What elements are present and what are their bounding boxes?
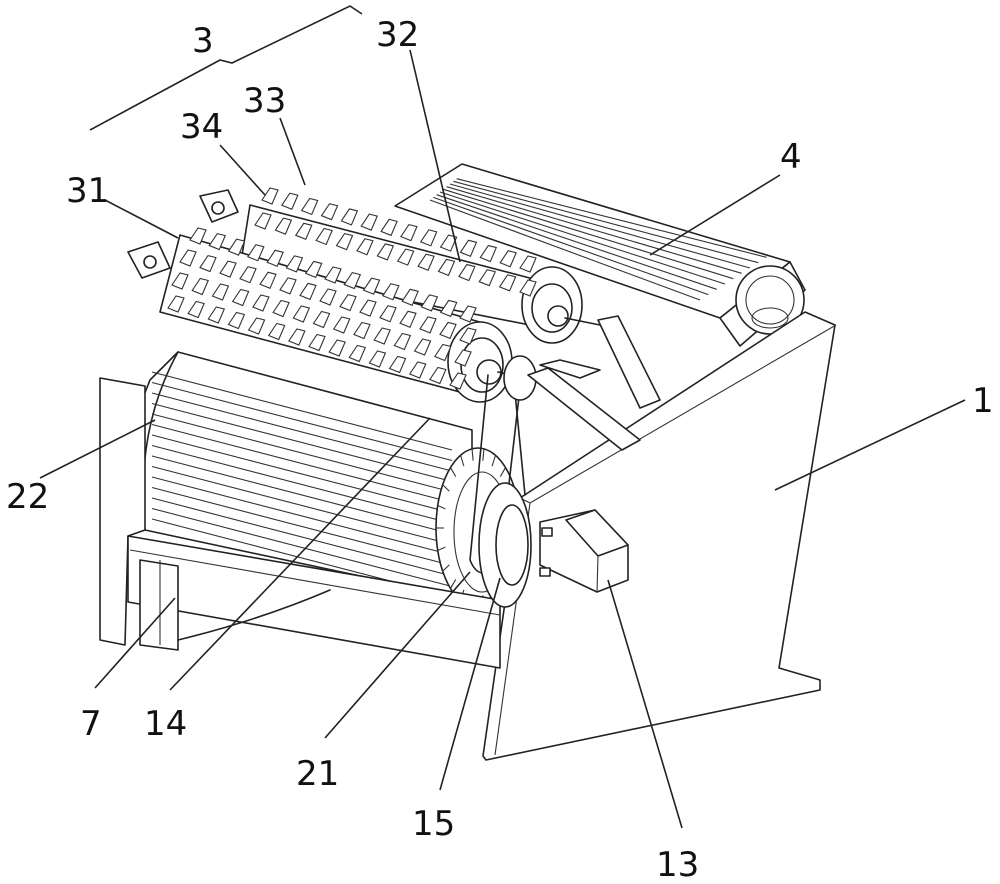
group-bracket-3 (90, 6, 362, 130)
label-32: 32 (376, 15, 419, 55)
label-14: 14 (144, 704, 187, 744)
label-15: 15 (412, 804, 455, 844)
label-13: 13 (656, 845, 699, 884)
label-34: 34 (180, 107, 223, 147)
label-4: 4 (780, 137, 802, 177)
label-1: 1 (972, 381, 994, 421)
label-21: 21 (296, 754, 339, 794)
label-31: 31 (66, 171, 109, 211)
label-33: 33 (243, 81, 286, 121)
label-3: 3 (192, 21, 214, 61)
label-22: 22 (6, 477, 49, 517)
label-7: 7 (80, 704, 102, 744)
